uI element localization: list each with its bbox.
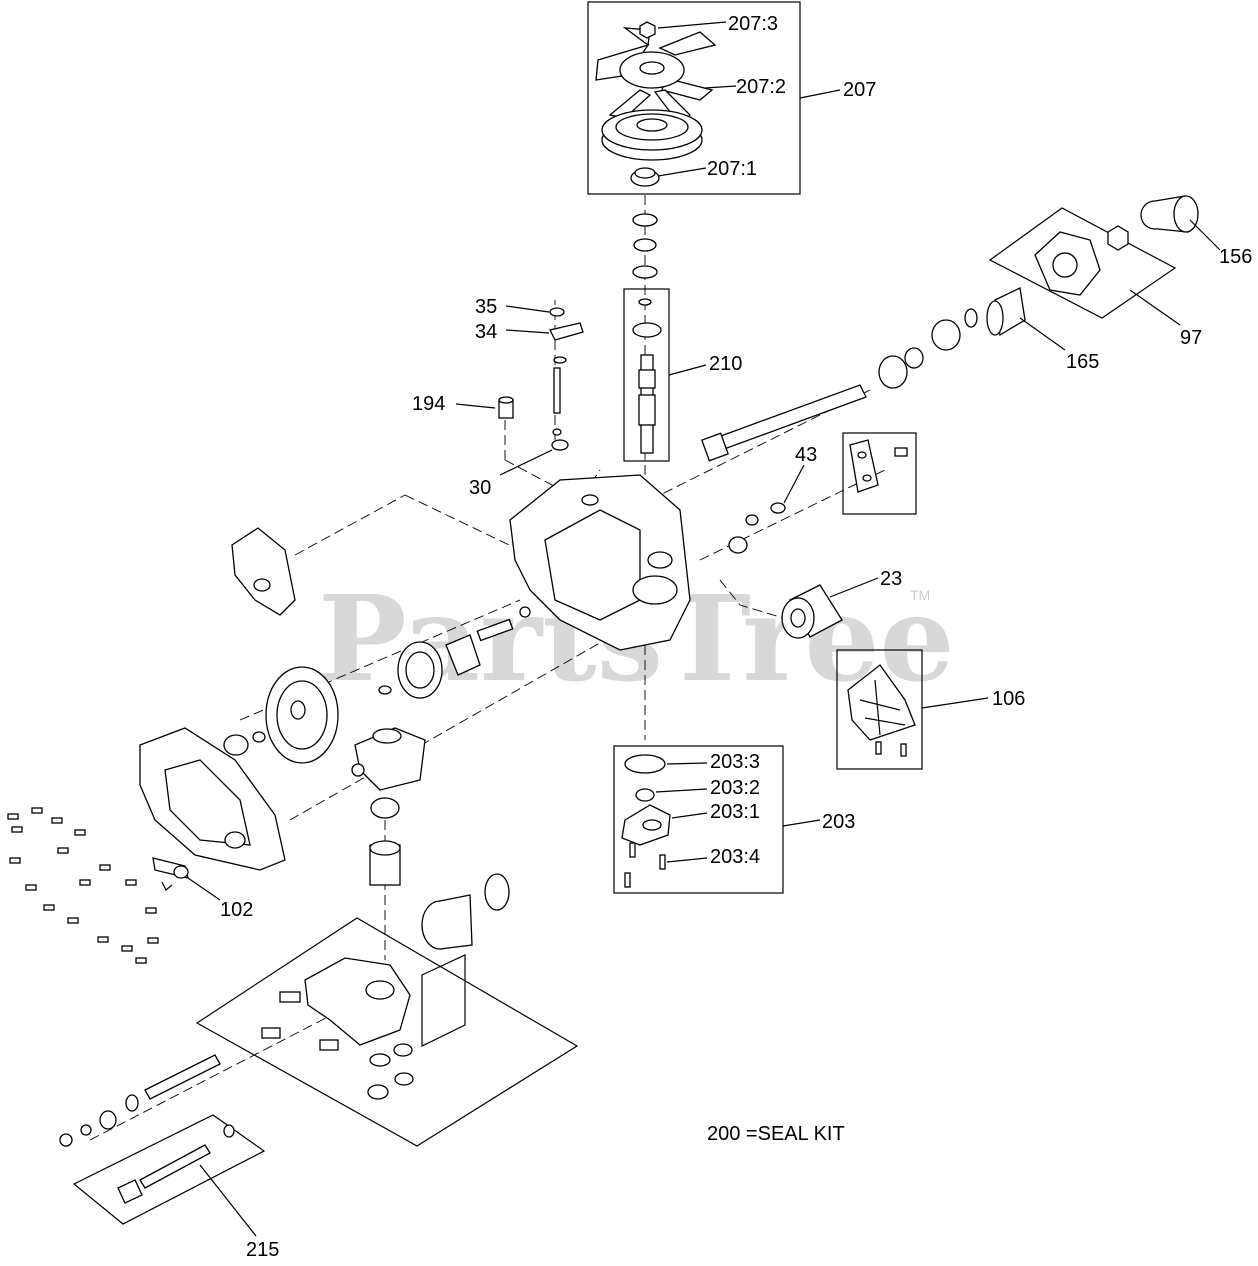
- leader-lines: [187, 21, 1221, 1237]
- axis-line-filter: [719, 579, 791, 621]
- axis-line-cover-right: [404, 494, 531, 556]
- callout-106: 106: [992, 688, 1025, 710]
- differential-housing: [351, 727, 426, 791]
- oil-filter-23: [781, 584, 843, 639]
- spur-gear: [397, 641, 443, 699]
- idler-gear: [378, 606, 531, 695]
- bearing-left: [223, 731, 266, 756]
- callout-30: 30: [469, 477, 491, 499]
- callout-215: 215: [246, 1239, 279, 1261]
- kit-203: [621, 754, 671, 888]
- fan-nut: [639, 21, 656, 39]
- callout-210: 210: [709, 353, 742, 375]
- bracket-43: [728, 439, 908, 554]
- fan-blades: [595, 27, 717, 126]
- callout-102: 102: [220, 899, 253, 921]
- hub-97: [1034, 225, 1129, 296]
- callout-207-2: 207:2: [736, 76, 786, 98]
- callout-194: 194: [412, 393, 445, 415]
- box-pump-bracket: [421, 954, 466, 1047]
- bushing-156: [1140, 195, 1199, 233]
- callout-203-1: 203:1: [710, 801, 760, 823]
- box-43-bracket: [842, 432, 917, 515]
- callout-207-3: 207:3: [728, 13, 778, 35]
- input-shaft-210: [632, 322, 662, 454]
- pump-input-shaft: [59, 1054, 221, 1147]
- callout-207: 207: [843, 79, 876, 101]
- shaft-215: [117, 1124, 235, 1204]
- pump-body: [261, 957, 414, 1100]
- callout-165: 165: [1066, 351, 1099, 373]
- seal-165: [986, 287, 1026, 337]
- lever-102: [152, 857, 189, 891]
- callout-203-2: 203:2: [710, 777, 760, 799]
- callout-156: 156: [1219, 246, 1252, 268]
- box-215-shaft: [72, 1114, 266, 1225]
- axis-line-gear-train: [289, 619, 641, 821]
- cylinder-block-upper: [369, 797, 401, 886]
- cylinder-block-right: [421, 873, 510, 950]
- seal-kit-note: 200 =SEAL KIT: [707, 1123, 845, 1145]
- guard-106: [847, 664, 916, 757]
- axis-line-cover-top: [294, 494, 406, 556]
- shaft-washers: [632, 213, 658, 306]
- lever-parts: [549, 307, 584, 451]
- callout-23: 23: [880, 568, 902, 590]
- callout-34: 34: [475, 321, 497, 343]
- box-97-hub: [988, 207, 1177, 319]
- box-106-guard: [836, 649, 923, 770]
- main-housing: [509, 474, 691, 651]
- callout-97: 97: [1180, 327, 1202, 349]
- callout-207-1: 207:1: [707, 158, 757, 180]
- callout-43: 43: [795, 444, 817, 466]
- watermark-tm: TM: [910, 587, 930, 603]
- side-cover-upper: [231, 527, 296, 616]
- pulley: [601, 109, 703, 161]
- callout-203-3: 203:3: [710, 751, 760, 773]
- callout-203: 203: [822, 811, 855, 833]
- callout-203-4: 203:4: [710, 846, 760, 868]
- pulley-hub: [630, 167, 660, 187]
- lower-case-half: [139, 727, 286, 871]
- box-203-kit: [613, 745, 784, 894]
- bolt-cluster: [7, 807, 159, 964]
- axle-shaft: [701, 308, 978, 462]
- box-pump-assembly: [195, 917, 579, 1147]
- callout-35: 35: [475, 296, 497, 318]
- vent-plug-194: [498, 396, 514, 419]
- bull-gear: [265, 666, 339, 764]
